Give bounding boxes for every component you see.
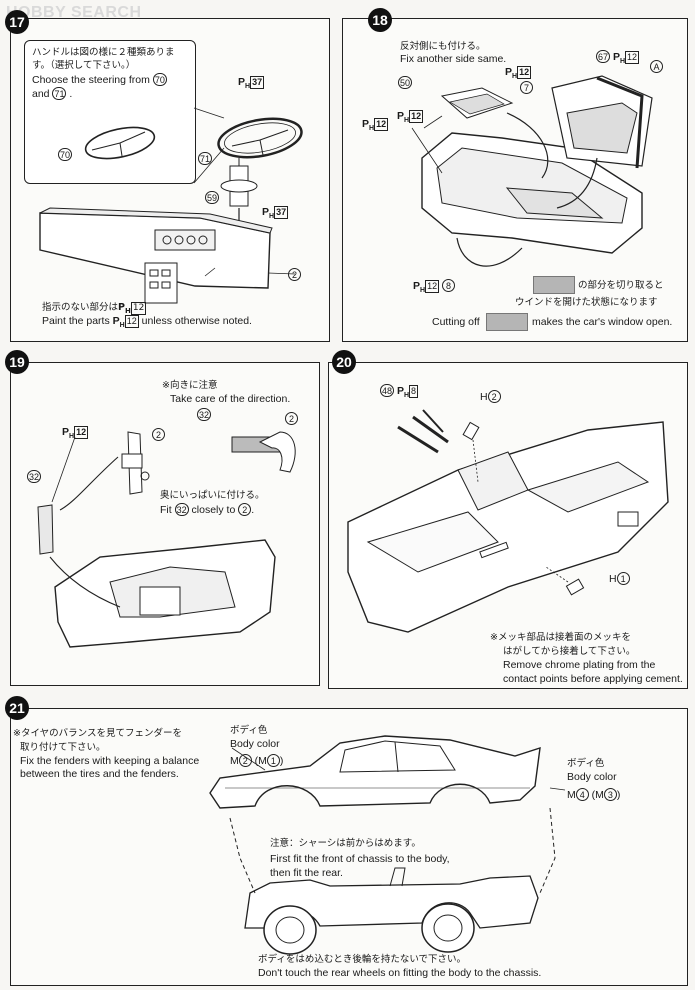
fender-note-en-2: between the tires and the fenders. bbox=[20, 768, 179, 780]
step-20-illustration bbox=[347, 409, 669, 633]
chrome-note-en-2: contact points before applying cement. bbox=[503, 673, 683, 685]
chassis-note-en-1: First fit the front of chassis to the bo… bbox=[270, 853, 450, 865]
step-18-badge: 18 bbox=[368, 8, 392, 32]
step-18-note-en: Fix another side same. bbox=[400, 53, 507, 65]
step-21-illustration bbox=[209, 735, 566, 955]
step-19-illustration bbox=[37, 431, 296, 648]
note-en-text2: and bbox=[32, 88, 50, 100]
part-71-ref: 71 bbox=[52, 87, 67, 100]
chrome-note-en-1: Remove chrome plating from the bbox=[503, 659, 656, 671]
part-2-label-s19-b: 2 bbox=[152, 428, 165, 441]
chrome-note-jp-1: ※メッキ部品は接着面のメッキを bbox=[490, 632, 631, 643]
step-18-note-jp: 反対側にも付ける。 bbox=[400, 41, 486, 52]
part-7-label: 7 bbox=[520, 81, 533, 94]
fender-note-en-1: Fix the fenders with keeping a balance bbox=[20, 755, 200, 767]
part-2-label-s17: 2 bbox=[288, 268, 301, 281]
step-19-badge: 19 bbox=[5, 350, 29, 374]
step-17-note-jp: ハンドルは図の様に２種類あります。（選択して下さい。） bbox=[32, 47, 175, 71]
window-note-jp-2: ウインドを開けた状態になります bbox=[515, 297, 658, 308]
window-note-jp-1: の部分を切り取ると bbox=[578, 280, 664, 291]
chrome-note-jp-2: はがしてから接着して下さい。 bbox=[503, 646, 636, 657]
part-70-label: 70 bbox=[58, 148, 73, 161]
part-71-label: 71 bbox=[198, 152, 213, 165]
fender-note-jp-1: ※タイヤのバランスを見てフェンダーを bbox=[13, 728, 182, 739]
rear-wheel-note-jp: ボディをはめ込むとき後輪を持たないで下さい。 bbox=[258, 954, 467, 965]
part-A-label: A bbox=[650, 60, 663, 73]
fender-note-jp-2: 取り付けて下さい。 bbox=[20, 742, 106, 753]
step-17-illustration bbox=[39, 107, 303, 304]
chassis-note-jp: 注意：シャーシは前からはめます。 bbox=[270, 838, 421, 849]
step-18-illustration bbox=[411, 75, 653, 267]
part-2-label-s19-a: 2 bbox=[285, 412, 298, 425]
chassis-note-en-2: then fit the rear. bbox=[270, 867, 343, 879]
window-note-en-2: makes the car's window open. bbox=[532, 316, 673, 328]
watermark: HOBBY SEARCH bbox=[6, 4, 142, 21]
part-50-label: 50 bbox=[398, 76, 413, 89]
step-17-steering-option-box bbox=[24, 40, 196, 184]
rear-wheel-note-en: Don't touch the rear wheels on fitting t… bbox=[258, 967, 542, 979]
step-17-badge: 17 bbox=[5, 10, 29, 34]
step-19-fit-en: Fit 32 closely to 2. bbox=[160, 503, 255, 516]
body-color-en-2: Body color bbox=[567, 771, 617, 783]
part-32-label-s19-a: 32 bbox=[197, 408, 212, 421]
window-cutoff-swatch-1 bbox=[533, 276, 575, 294]
window-cutoff-swatch-2 bbox=[486, 313, 528, 331]
step-17-note-en: Choose the steering from 70 and 71 . bbox=[32, 73, 167, 100]
body-color-en-1: Body color bbox=[230, 738, 280, 750]
part-70-ref: 70 bbox=[152, 73, 167, 86]
step-21-badge: 21 bbox=[5, 696, 29, 720]
part-32-label-s19-b: 32 bbox=[27, 470, 42, 483]
step-19-direction-en: Take care of the direction. bbox=[170, 393, 291, 405]
body-color-jp-2: ボディ色 bbox=[567, 758, 605, 769]
step-19-fit-jp: 奥にいっぱいに付ける。 bbox=[160, 490, 265, 501]
part-59-label: 59 bbox=[205, 191, 220, 204]
step-20-badge: 20 bbox=[332, 350, 356, 374]
step-19-direction-jp: ※向きに注意 bbox=[162, 380, 218, 391]
note-en-text1: Choose the steering from bbox=[32, 74, 150, 86]
body-color-jp-1: ボディ色 bbox=[230, 725, 268, 736]
window-note-en-1: Cutting off bbox=[432, 316, 480, 328]
